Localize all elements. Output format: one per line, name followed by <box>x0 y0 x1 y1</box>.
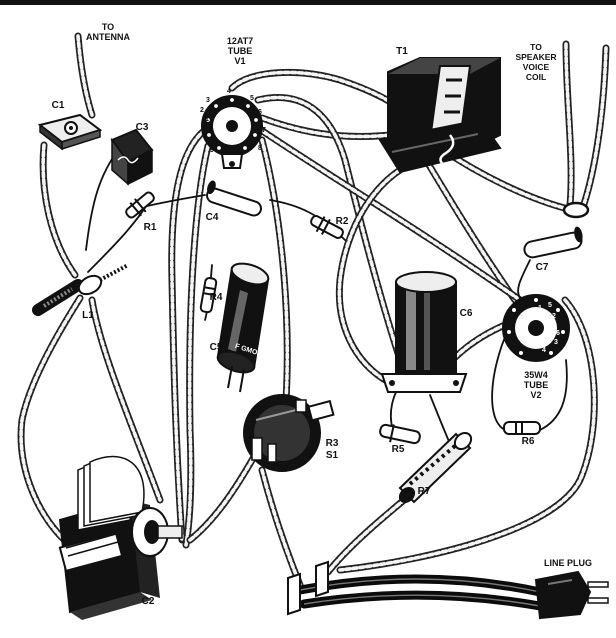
label-l1: L1 <box>82 310 94 321</box>
coil-l1 <box>32 263 129 316</box>
v2-pin-label: 5 <box>548 302 552 309</box>
resistor-r1 <box>125 191 155 219</box>
label-c6: C6 <box>460 308 473 319</box>
label-s1: S1 <box>326 450 339 461</box>
tube-socket-v1 <box>201 95 263 169</box>
label-c1: C1 <box>52 100 65 111</box>
v2-pin-label: 7 <box>526 342 530 349</box>
capacitor-c1 <box>37 113 103 151</box>
v1-pin-numbers: 1 2 3 4 5 6 7 8 9 <box>200 88 266 154</box>
label-c3: C3 <box>136 122 149 133</box>
resistor-r7 <box>398 431 473 504</box>
v1-pin-label: 8 <box>258 145 262 152</box>
lead-r6 <box>491 329 509 431</box>
label-r5: R5 <box>392 444 405 455</box>
capacitor-c4 <box>206 180 262 217</box>
v1-pin-label: 4 <box>227 88 231 95</box>
resistor-r5 <box>379 423 421 445</box>
v1-pin-label: 1 <box>205 116 209 123</box>
label-c2: C2 <box>142 596 155 607</box>
v2-pin-numbers: 1 2 3 4 5 6 7 <box>526 302 560 354</box>
v2-pin-label: 2 <box>552 313 556 320</box>
speaker-wire-b <box>578 44 610 214</box>
label-v1-2: TUBE <box>228 46 253 56</box>
resistor-r2 <box>310 215 344 239</box>
label-v1-1: 12AT7 <box>227 36 253 46</box>
label-v2-1: 35W4 <box>524 370 548 380</box>
label-r3: R3 <box>326 438 339 449</box>
line-plug <box>534 570 609 620</box>
v1-pin-label: 2 <box>200 107 204 114</box>
potentiometer-r3-s1 <box>243 394 335 472</box>
label-speaker-3: VOICE <box>523 62 550 72</box>
wire-l1-c2 <box>17 294 84 549</box>
variable-capacitor-c2 <box>58 455 183 620</box>
speaker-lug <box>562 201 590 219</box>
label-speaker-2: SPEAKER <box>515 52 556 62</box>
v2-pin-label: 3 <box>554 339 558 346</box>
v2-pin-label: 6 <box>556 330 560 337</box>
label-v1-3: V1 <box>234 56 245 66</box>
label-r7: R7 <box>418 486 431 497</box>
wire-v1-t1 <box>228 69 409 116</box>
v1-pin-label: 9 <box>210 147 214 154</box>
lead-c7 <box>517 259 531 299</box>
label-r1: R1 <box>144 222 157 233</box>
v1-pin-label: 7 <box>262 127 266 134</box>
label-c5: C5 <box>210 342 223 353</box>
lead-r6b <box>539 359 568 431</box>
label-c7: C7 <box>536 262 549 273</box>
capacitor-c7 <box>523 226 583 259</box>
transformer-t1 <box>378 57 502 174</box>
tube-socket-v2 <box>502 294 570 362</box>
capacitor-c6 <box>380 271 468 393</box>
wire-c2-r3 <box>186 451 259 544</box>
top-border <box>0 0 616 5</box>
label-line-plug: LINE PLUG <box>544 558 592 568</box>
v1-pin-label: 5 <box>250 95 254 102</box>
label-speaker-4: COIL <box>526 72 546 82</box>
v1-pin-label: 3 <box>206 97 210 104</box>
line-cord <box>287 560 545 616</box>
label-t1: T1 <box>396 46 408 57</box>
v2-pin-label: 1 <box>538 305 542 312</box>
label-speaker-1: TO <box>530 42 542 52</box>
v2-pin-label: 4 <box>542 347 546 354</box>
label-antenna-2: ANTENNA <box>86 32 130 42</box>
label-v2-2: TUBE <box>524 380 549 390</box>
resistor-r4 <box>199 277 218 314</box>
v1-pin-label: 6 <box>258 109 262 116</box>
label-v2-3: V2 <box>530 390 541 400</box>
resistor-r6 <box>503 421 541 435</box>
label-c4: C4 <box>206 212 219 223</box>
capacitor-c5 <box>216 262 270 393</box>
label-r4: R4 <box>210 292 223 303</box>
label-r2: R2 <box>336 216 349 227</box>
label-r6: R6 <box>522 436 535 447</box>
label-antenna-1: TO <box>102 22 114 32</box>
capacitor-c3 <box>110 128 154 186</box>
